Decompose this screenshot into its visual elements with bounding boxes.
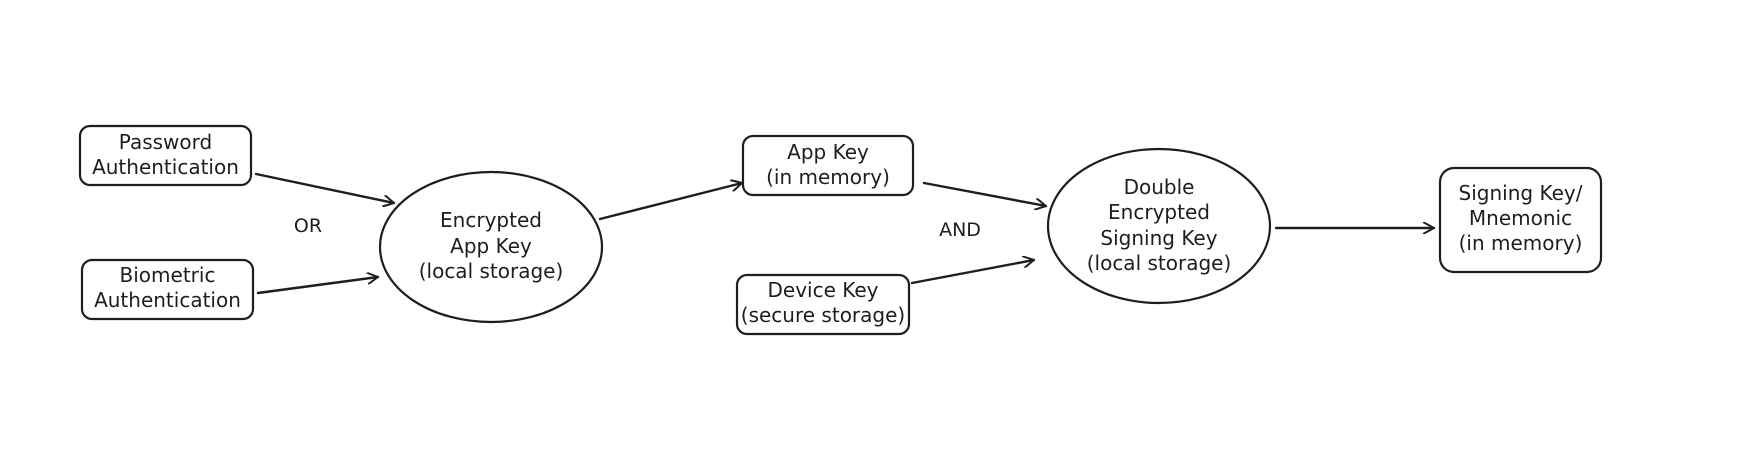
signing-key-label-line-1: Signing Key/ <box>1459 181 1583 205</box>
signing-key-label-line-2: Mnemonic <box>1469 206 1572 230</box>
edges <box>254 172 1436 295</box>
password-authentication-node: Password Authentication <box>78 124 253 187</box>
signing-key-box <box>1438 166 1603 274</box>
arrow-biometric-to-encrypted-app-key <box>256 277 380 295</box>
arrow-app-key-to-double-encrypted <box>922 181 1048 206</box>
encrypted-app-key-ellipse <box>378 170 604 324</box>
double-encrypted-signing-key-node: Double Encrypted Signing Key (local stor… <box>1046 147 1272 305</box>
encrypted-app-key-label-line-1: Encrypted <box>440 208 542 232</box>
password-authentication-box <box>78 124 253 187</box>
device-key-node: Device Key (secure storage) <box>735 273 911 336</box>
double-encrypted-signing-key-label-line-4: (local storage) <box>1087 251 1232 275</box>
app-key-box <box>741 134 915 197</box>
app-key-label-line-1: App Key <box>787 140 869 164</box>
device-key-box <box>735 273 911 336</box>
device-key-label-line-2: (secure storage) <box>741 303 905 327</box>
encrypted-app-key-label-line-3: (local storage) <box>419 259 564 283</box>
signing-key-node: Signing Key/ Mnemonic (in memory) <box>1438 166 1603 274</box>
double-encrypted-signing-key-label-line-3: Signing Key <box>1100 226 1217 250</box>
device-key-label-line-1: Device Key <box>767 278 878 302</box>
and-label: AND <box>939 219 981 241</box>
app-key-label-line-2: (in memory) <box>766 165 890 189</box>
biometric-authentication-label-line-2: Authentication <box>94 288 241 312</box>
double-encrypted-signing-key-label-line-2: Encrypted <box>1108 200 1210 224</box>
arrow-device-key-to-double-encrypted <box>910 260 1036 285</box>
double-encrypted-signing-key-ellipse <box>1046 147 1272 305</box>
arrow-encrypted-app-key-to-app-key <box>598 183 744 221</box>
encrypted-app-key-label-line-2: App Key <box>450 234 532 258</box>
password-authentication-label-line-2: Authentication <box>92 155 239 179</box>
biometric-authentication-node: Biometric Authentication <box>80 258 255 321</box>
or-label: OR <box>294 215 322 237</box>
app-key-node: App Key (in memory) <box>741 134 915 197</box>
encrypted-app-key-node: Encrypted App Key (local storage) <box>378 170 604 324</box>
password-authentication-label-line-1: Password <box>119 130 212 154</box>
signing-key-label-line-3: (in memory) <box>1459 231 1583 255</box>
arrow-password-to-encrypted-app-key <box>254 172 396 203</box>
biometric-authentication-label-line-1: Biometric <box>120 263 216 287</box>
biometric-authentication-box <box>80 258 255 321</box>
double-encrypted-signing-key-label-line-1: Double <box>1124 175 1195 199</box>
